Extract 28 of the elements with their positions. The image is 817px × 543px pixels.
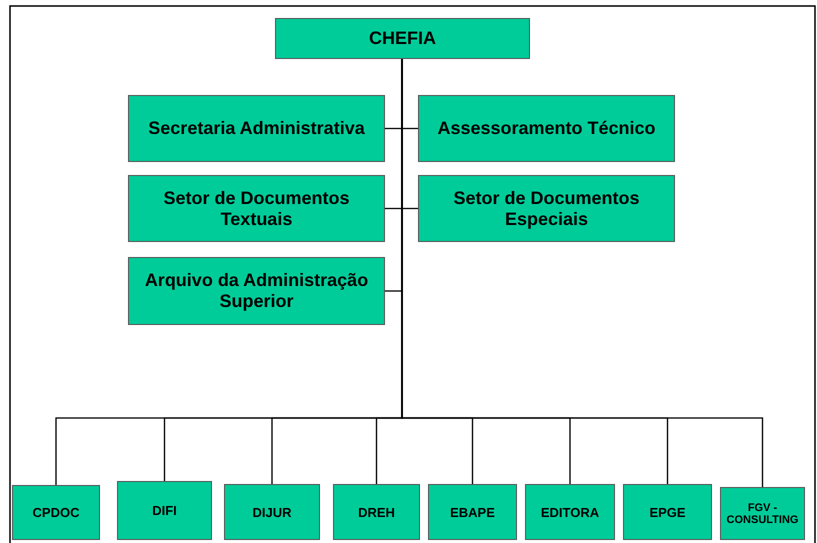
org-unit-box bbox=[720, 487, 805, 540]
unit-name: Assessoramento Técnico bbox=[437, 118, 656, 139]
org-unit-box bbox=[623, 484, 712, 540]
org-unit-box bbox=[128, 257, 385, 325]
unit-name: EDITORA bbox=[540, 504, 600, 520]
org-unit-box bbox=[128, 95, 385, 162]
org-unit-box bbox=[275, 18, 530, 59]
unit-name: EBAPE bbox=[450, 504, 495, 520]
org-unit-box bbox=[117, 481, 212, 540]
org-unit-box bbox=[333, 484, 420, 540]
org-unit-box bbox=[128, 175, 385, 242]
unit-name: Arquivo da Administração Superior bbox=[144, 270, 370, 312]
unit-name: DIJUR bbox=[252, 504, 292, 520]
org-unit-box bbox=[418, 175, 675, 242]
unit-name: Setor de Documentos Textuais bbox=[162, 188, 351, 230]
unit-name: CPDOC bbox=[32, 505, 80, 520]
unit-name: DREH bbox=[358, 504, 395, 520]
unit-name: CHEFIA bbox=[369, 28, 436, 49]
org-unit-box bbox=[12, 485, 100, 540]
unit-name: Setor de Documentos Especiais bbox=[452, 188, 641, 230]
unit-name: EPGE bbox=[649, 504, 686, 520]
org-unit-box bbox=[428, 484, 517, 540]
org-unit-box bbox=[525, 484, 615, 540]
org-unit-box bbox=[224, 484, 320, 540]
unit-name: Secretaria Administrativa bbox=[148, 118, 365, 139]
org-unit-box bbox=[418, 95, 675, 162]
unit-name: FGV - CONSULTING bbox=[726, 502, 800, 526]
unit-name: DIFI bbox=[152, 503, 177, 518]
